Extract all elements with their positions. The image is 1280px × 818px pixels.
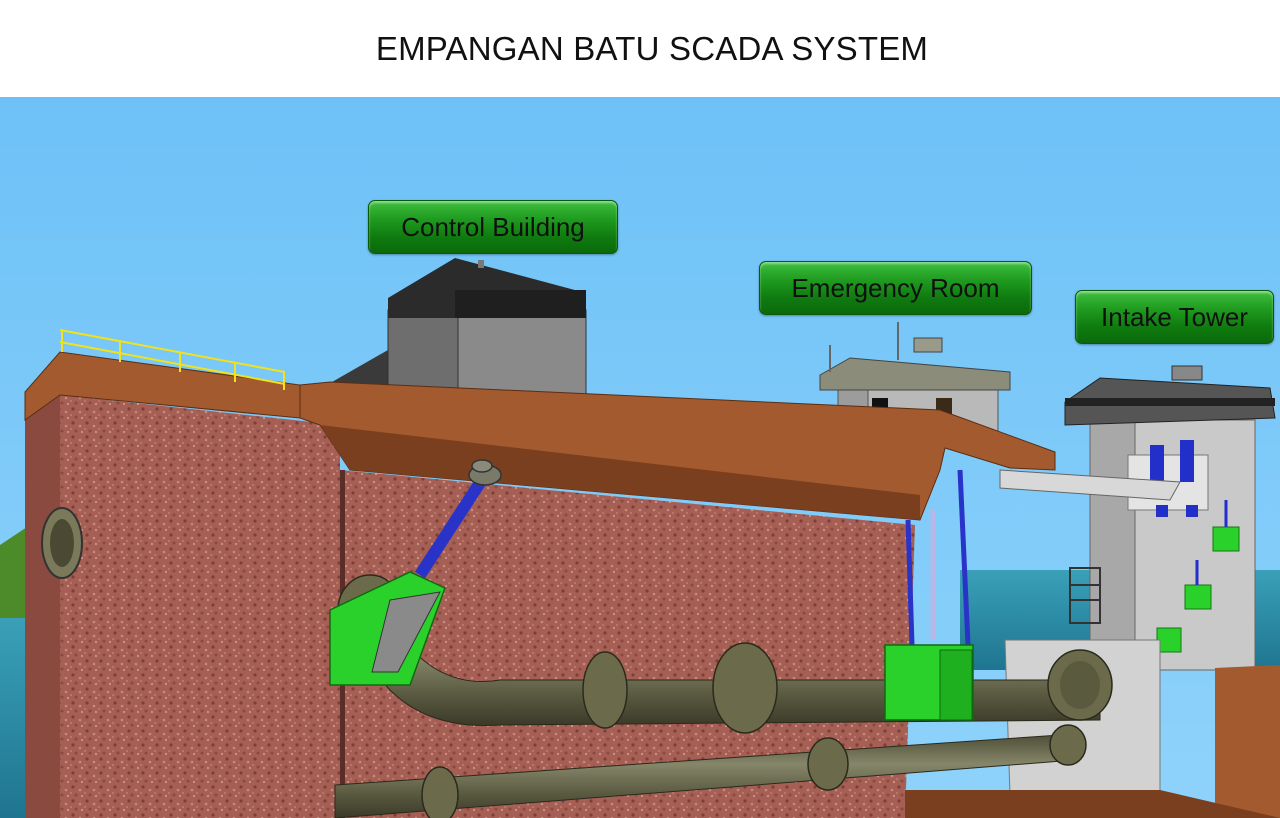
scada-scene: Control Building Emergency Room Intake T…: [0, 97, 1280, 818]
emergency-room-button[interactable]: Emergency Room: [759, 261, 1032, 315]
control-building-label: Control Building: [401, 211, 585, 242]
header-bar: EMPANGAN BATU SCADA SYSTEM: [0, 0, 1280, 97]
page-title: EMPANGAN BATU SCADA SYSTEM: [375, 29, 929, 67]
dam-rock-face: [60, 395, 340, 818]
crest-railing: [59, 329, 286, 390]
emergency-room-label: Emergency Room: [791, 272, 1000, 303]
emergency-valve: [884, 469, 974, 721]
lower-pipe: [334, 724, 1087, 818]
dam-body-left: [25, 395, 60, 818]
gallery-rock: [340, 470, 915, 818]
intake-tower-label: Intake Tower: [1101, 301, 1248, 332]
dam-illustration: [0, 97, 1280, 818]
intake-tower-button[interactable]: Intake Tower: [1075, 290, 1274, 344]
access-bridge: [999, 469, 1181, 501]
guard-valve-left: [329, 459, 502, 686]
control-building-button[interactable]: Control Building: [368, 200, 618, 254]
intake-tower-building: [1064, 365, 1276, 671]
